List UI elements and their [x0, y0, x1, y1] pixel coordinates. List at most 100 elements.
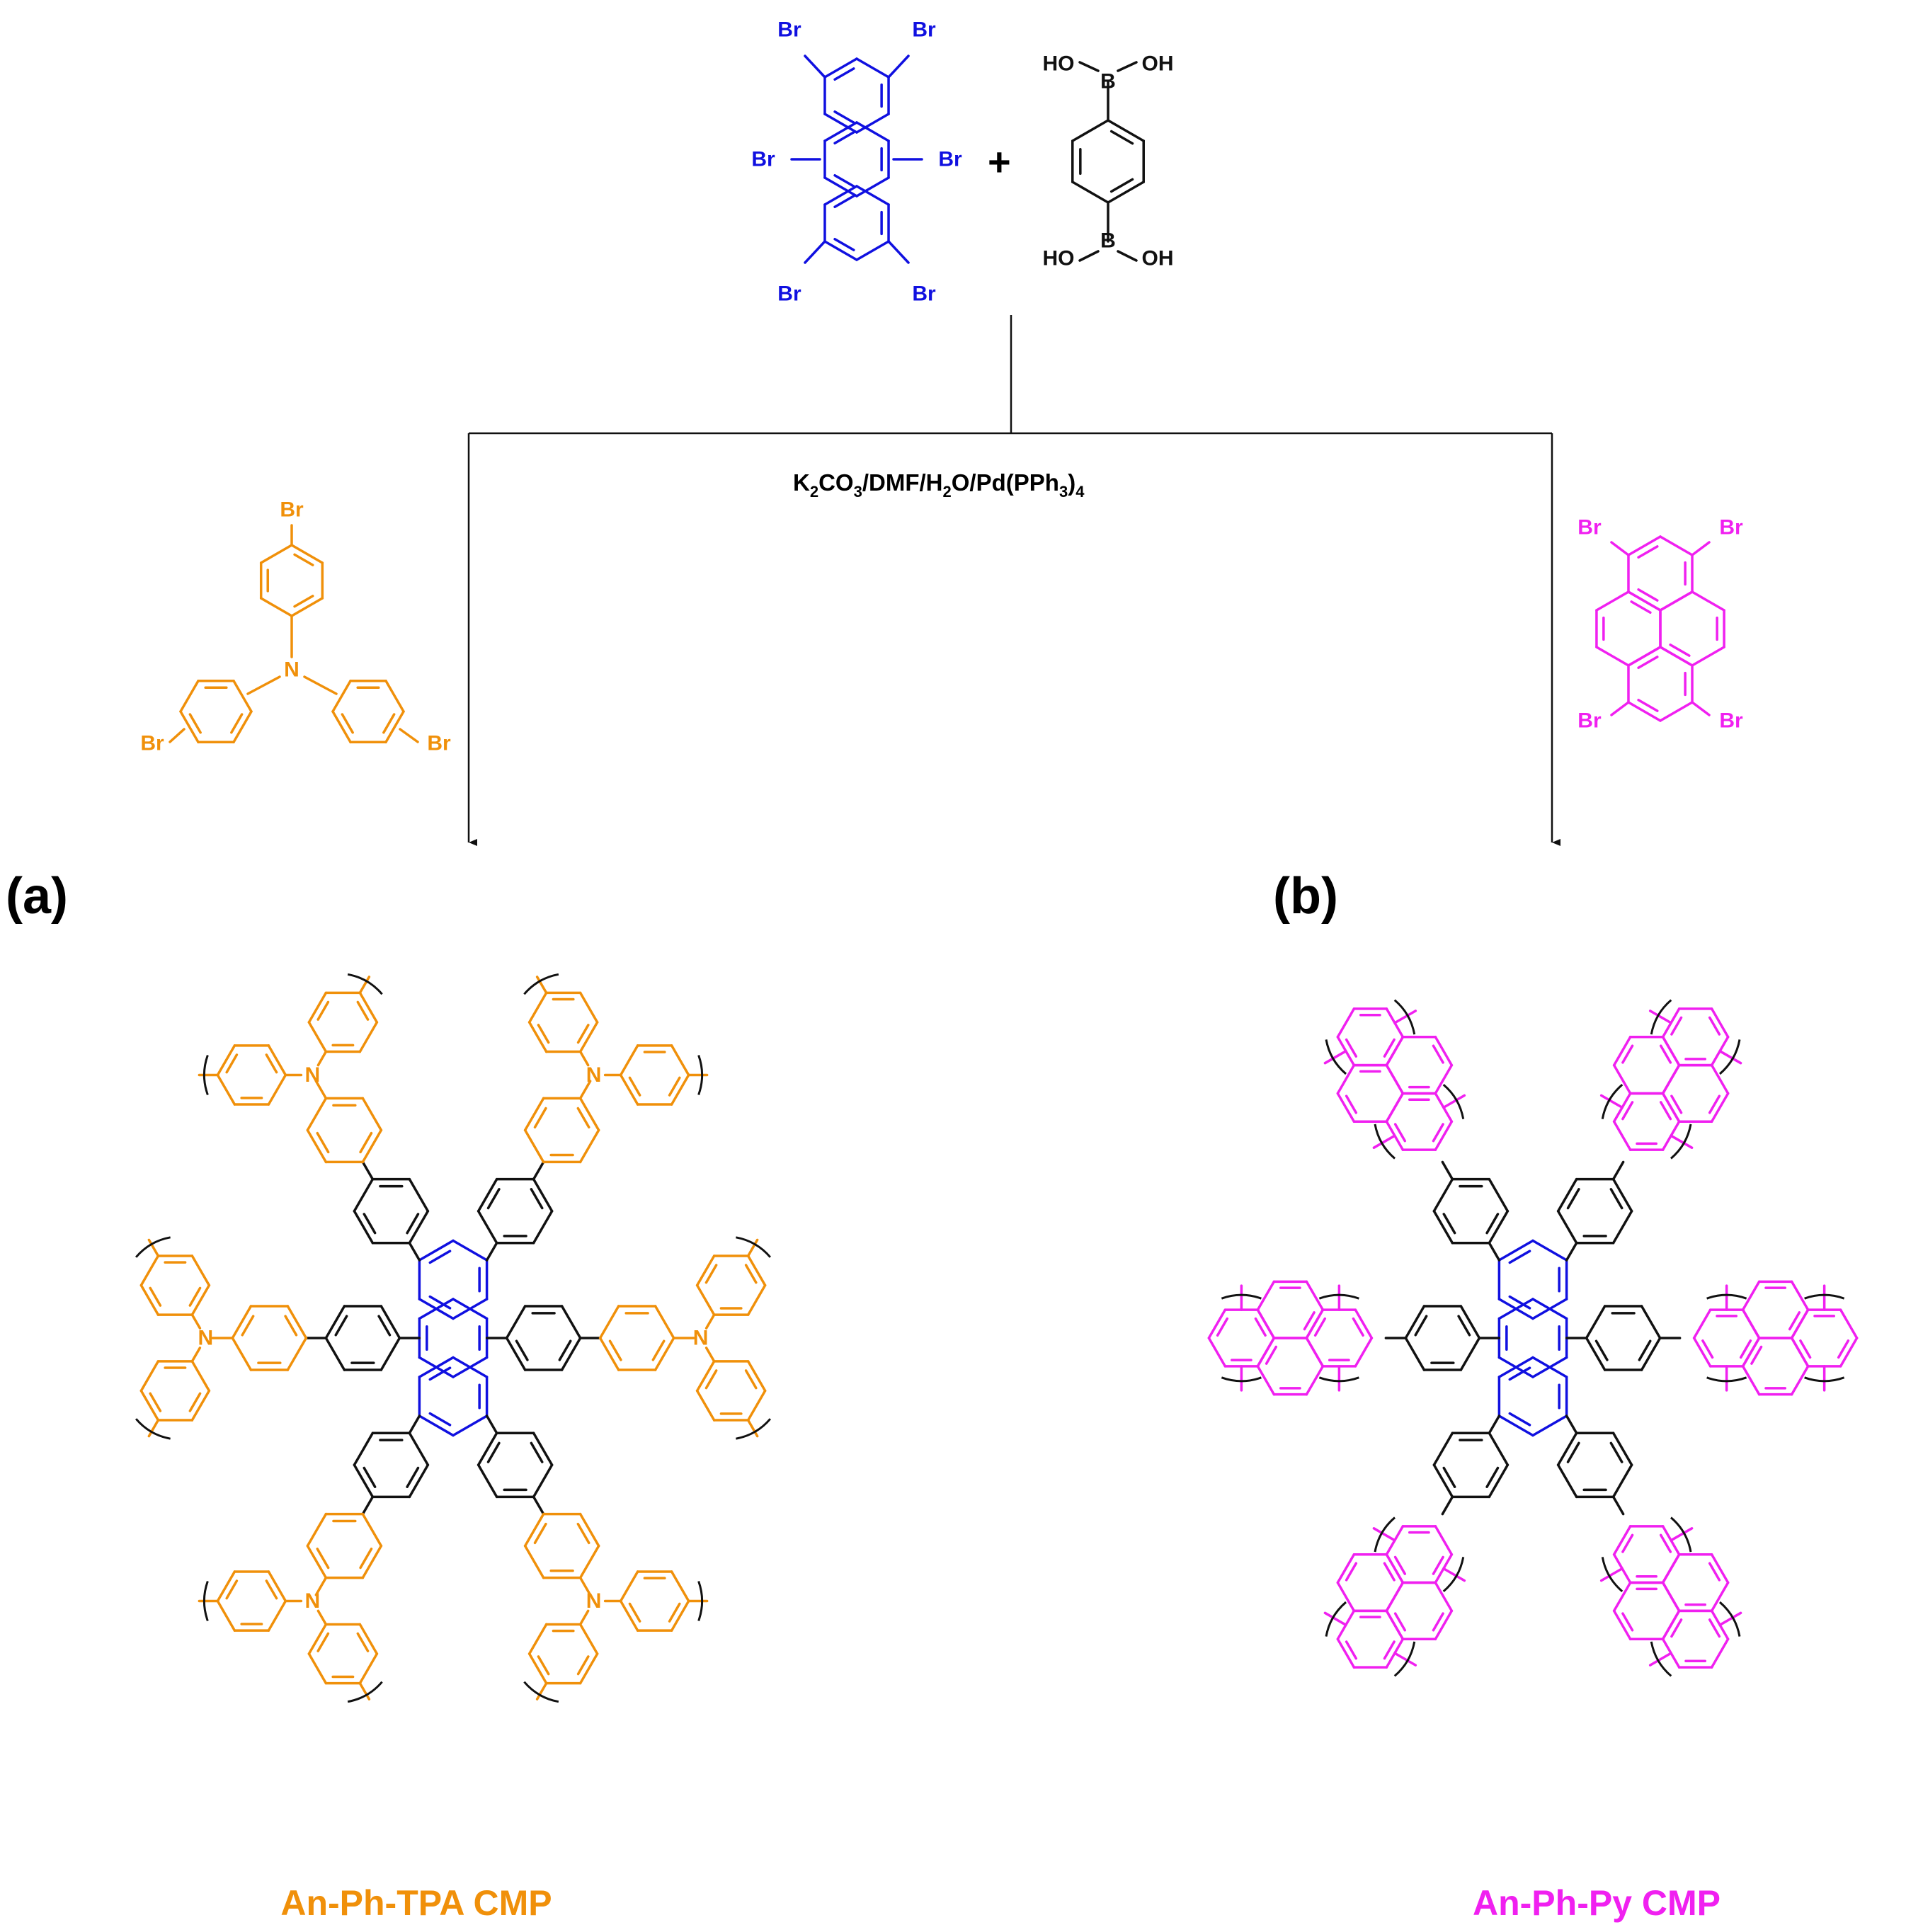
repeat-bracket: [347, 973, 383, 995]
repeat-bracket: [736, 1236, 772, 1258]
ring-bond: [1434, 1063, 1454, 1095]
repeat-bracket: [1670, 1516, 1692, 1553]
ring-bond: [1692, 1308, 1712, 1339]
pyrene-ring: [1336, 1063, 1405, 1124]
ring-bond: [353, 1177, 375, 1213]
ring-bond: [532, 1177, 554, 1213]
bond: [408, 1242, 421, 1262]
repeat-bracket: [697, 1581, 704, 1622]
repeat-bracket: [697, 1054, 704, 1095]
double-bond: [265, 1579, 278, 1600]
ring-bond: [746, 1360, 767, 1393]
double-bond: [1345, 1562, 1358, 1582]
anthracene-ring: [418, 1298, 489, 1378]
bond: [358, 976, 371, 995]
ring-bond: [523, 1512, 545, 1548]
bond: [578, 1576, 592, 1596]
double-bond: [1669, 643, 1691, 657]
double-bond: [334, 1315, 348, 1337]
bond: [1078, 250, 1100, 262]
repeat-bracket: [1325, 1039, 1347, 1075]
ring-bond: [1336, 1553, 1356, 1584]
double-bond: [377, 1315, 392, 1337]
ring-bond: [1107, 181, 1145, 204]
double-bond: [833, 131, 855, 145]
ring-bond: [670, 1599, 690, 1632]
bond: [535, 976, 548, 995]
double-bond: [1739, 1339, 1752, 1359]
bond: [1610, 701, 1630, 716]
double-bond: [1621, 1044, 1634, 1064]
ring-bond: [452, 1414, 489, 1437]
double-bond: [188, 713, 202, 734]
repeat-bracket: [1670, 1124, 1692, 1160]
double-bond: [1621, 1612, 1634, 1632]
ring-bond: [578, 1097, 600, 1132]
ring-bond: [331, 710, 352, 744]
double-bond: [1708, 1094, 1721, 1114]
bond: [169, 728, 186, 743]
bond: [1599, 1567, 1624, 1582]
double-bond: [1637, 698, 1659, 712]
double-bond: [1621, 1101, 1634, 1121]
ring-bond: [452, 1298, 489, 1320]
bromine-label: Br: [938, 148, 962, 171]
ring-bond: [695, 1360, 716, 1393]
pyrene-ring: [1256, 1280, 1325, 1339]
ring-bond: [654, 1305, 675, 1339]
ring-bond: [361, 1544, 383, 1579]
ring-bond: [1612, 1036, 1632, 1067]
nitrogen-label: N: [305, 1589, 321, 1613]
pyrene-ring: [1336, 1553, 1405, 1613]
phenyl-ring: [527, 1623, 599, 1685]
pyrene-ring: [1207, 1308, 1276, 1368]
ring-bond: [418, 1239, 455, 1262]
double-bond: [1345, 1038, 1358, 1058]
double-bond: [833, 237, 855, 251]
pyrene-ring: [1661, 1553, 1730, 1613]
repeat-bracket: [1601, 1557, 1624, 1593]
double-bond: [382, 713, 396, 734]
ring-bond: [477, 1177, 498, 1213]
ring-bond: [408, 1463, 430, 1499]
phenylene-ring: [306, 1512, 383, 1579]
bond: [1117, 61, 1138, 72]
ring-bond: [1459, 1337, 1481, 1371]
ring-bond: [1611, 1177, 1633, 1213]
double-bond: [576, 1107, 590, 1128]
double-bond: [833, 67, 855, 81]
double-bond: [1303, 1311, 1316, 1331]
ring-bond: [306, 1128, 328, 1164]
panel-b-label: (b): [1273, 868, 1338, 925]
ring-bond: [286, 1305, 308, 1339]
double-bond: [363, 1466, 377, 1488]
ring-bond: [1385, 1092, 1405, 1124]
ring-bond: [1627, 535, 1662, 556]
ring-bond: [523, 1544, 545, 1579]
phenyl-ring: [619, 1570, 690, 1632]
phenylene-ring: [1404, 1305, 1481, 1371]
ring-bond: [1256, 1308, 1276, 1339]
ring-bond: [560, 1337, 582, 1371]
hydroxyl-label: HO: [1043, 52, 1075, 76]
double-bond: [428, 1366, 452, 1381]
ring-bond: [1385, 1036, 1405, 1067]
bond: [804, 55, 826, 79]
ring-bond: [306, 1097, 328, 1132]
ring-bond: [578, 1512, 600, 1548]
double-bond: [1442, 1213, 1456, 1235]
ring-bond: [353, 1463, 375, 1499]
double-bond: [1109, 178, 1134, 193]
ring-bond: [1336, 1007, 1356, 1039]
pyrene-ring: [1595, 590, 1662, 667]
hydroxyl-label: HO: [1043, 247, 1075, 270]
bond: [314, 1080, 328, 1100]
bromine-label: Br: [912, 18, 936, 42]
ring-bond: [1691, 590, 1725, 612]
bond: [1611, 1160, 1625, 1181]
ring-bond: [1432, 1177, 1454, 1213]
ring-bond: [560, 1305, 582, 1339]
repeat-bracket: [202, 1581, 209, 1622]
